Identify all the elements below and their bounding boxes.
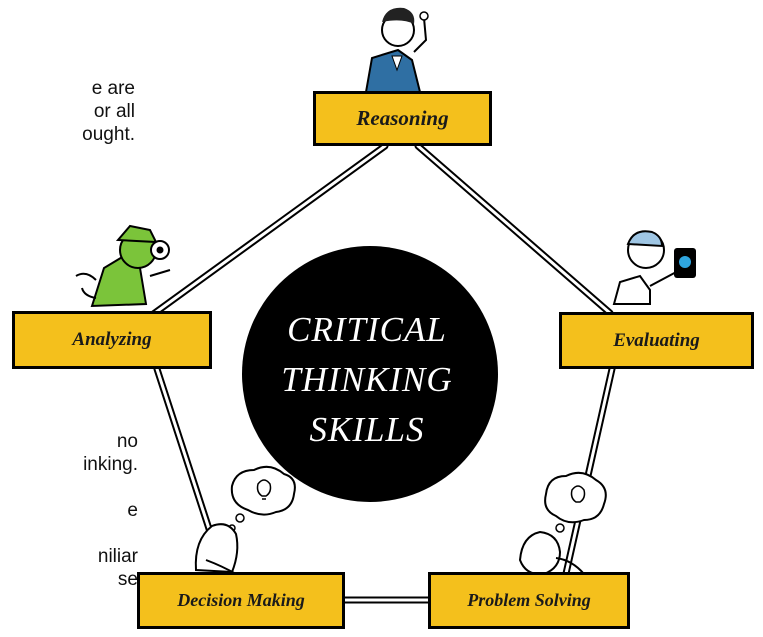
decision-making-box: Decision Making	[137, 572, 345, 629]
text-line: e are	[91, 78, 135, 99]
center-title-line: SKILLS	[309, 410, 425, 449]
center-title-line: CRITICAL	[287, 310, 447, 349]
scientist-with-tablet-icon	[612, 230, 696, 305]
text-line: inking.	[83, 454, 138, 475]
text-line: se	[117, 569, 138, 590]
center-title-line: THINKING	[281, 360, 453, 399]
text-line: no	[116, 431, 138, 452]
text-line: or all	[93, 101, 135, 122]
cropped-paragraph-top: e are or all ought.	[0, 77, 135, 146]
thinking-man-icon	[364, 7, 429, 93]
thinking-person-bulb-icon	[518, 471, 607, 576]
text-line: e	[127, 500, 138, 521]
text-line: ought.	[82, 124, 135, 145]
analyzing-box: Analyzing	[12, 311, 212, 369]
evaluating-box: Evaluating	[559, 312, 754, 369]
problem-solving-box: Problem Solving	[428, 572, 630, 629]
thinking-person-bulb-icon	[194, 465, 296, 575]
text-line: niliar	[97, 546, 138, 567]
connector-lines-inner	[150, 144, 614, 602]
center-circle	[242, 246, 498, 502]
reasoning-box: Reasoning	[313, 91, 492, 146]
detective-with-magnifier-icon	[75, 224, 171, 308]
cropped-paragraph-bottom: no inking. e niliar se	[0, 430, 138, 591]
